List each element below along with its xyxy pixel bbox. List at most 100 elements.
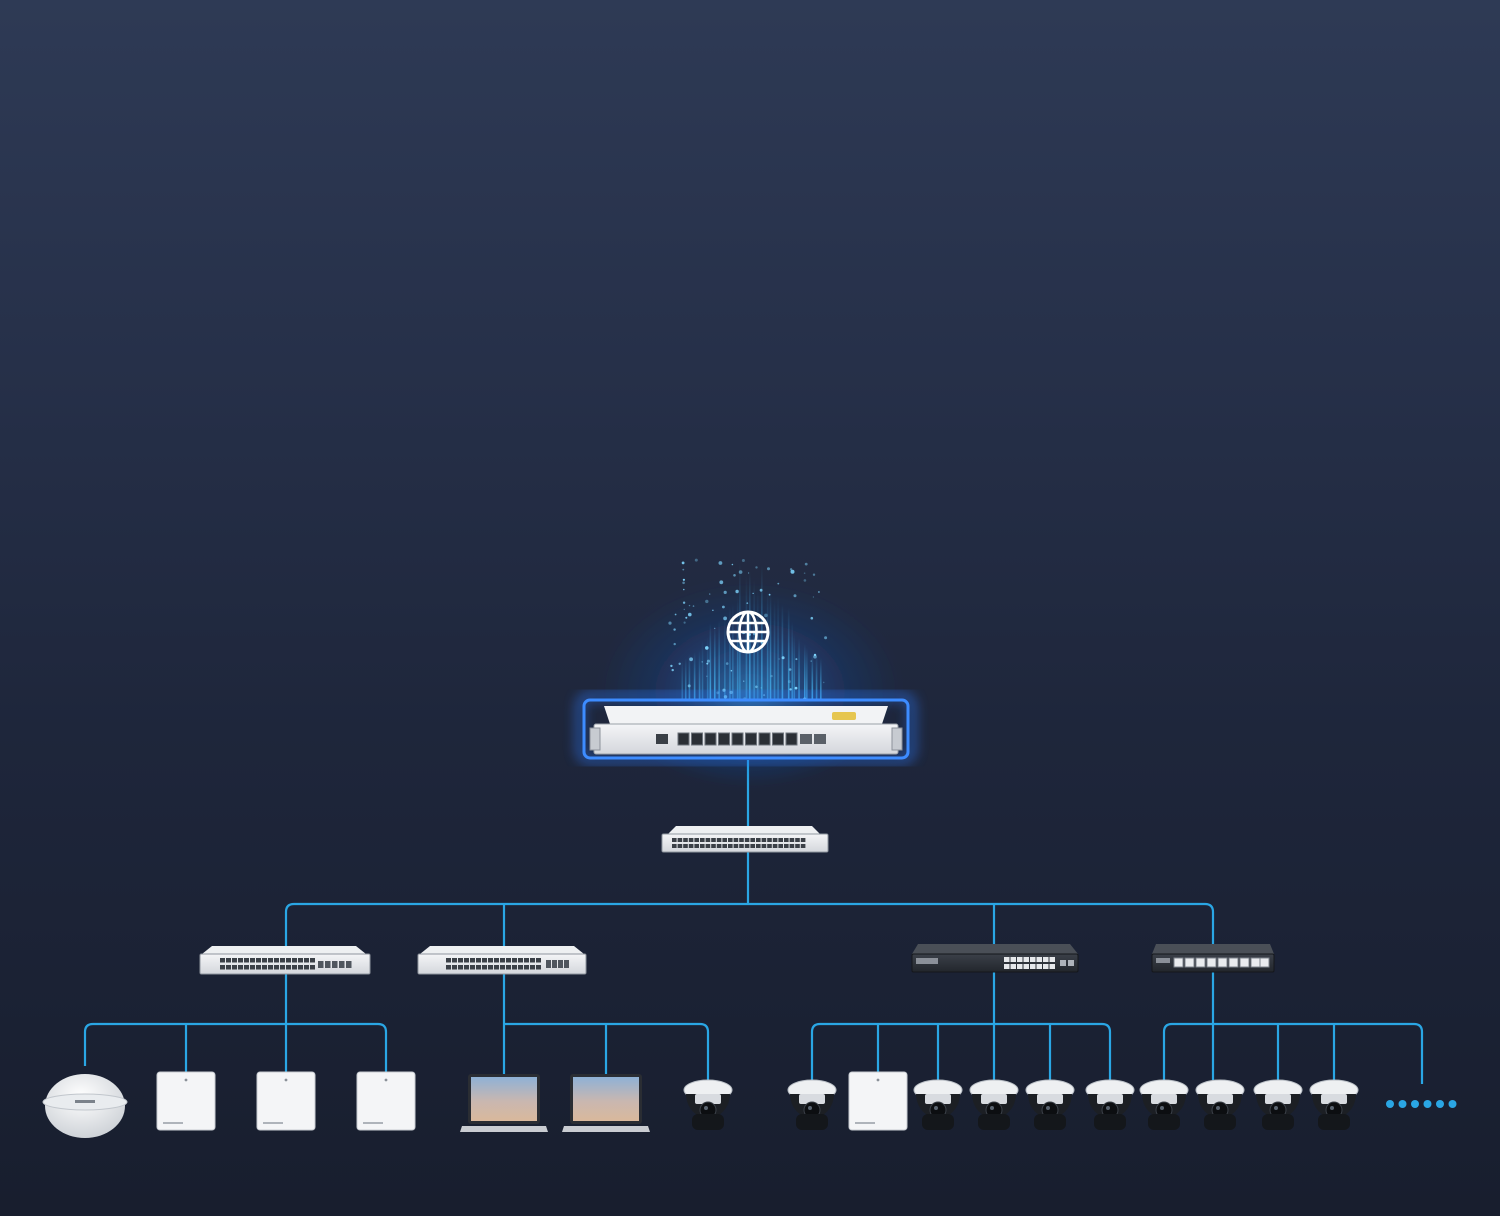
- dome-camera[interactable]: [1309, 1079, 1359, 1130]
- data-beam: [701, 639, 704, 700]
- sparkle: [743, 680, 745, 682]
- link-lines: [83, 760, 1424, 1084]
- dome-camera-icon: [969, 1079, 1019, 1130]
- sparkle: [705, 599, 709, 604]
- uplink-port: [332, 961, 338, 968]
- ap-logo: [163, 1122, 183, 1124]
- desktop-port: [1173, 957, 1184, 968]
- laptop[interactable]: [460, 1074, 548, 1132]
- sparkle: [682, 578, 686, 581]
- core-port: [778, 844, 783, 848]
- sparkle: [685, 616, 688, 619]
- core-port: [688, 838, 694, 842]
- core-port: [789, 844, 795, 848]
- sparkle: [813, 654, 817, 659]
- gateway-lan-port: [704, 732, 717, 746]
- ceiling-ap[interactable]: [848, 1071, 908, 1131]
- sfp-port: [1060, 960, 1066, 966]
- sparkle: [803, 572, 806, 574]
- ceiling-ap[interactable]: [156, 1071, 216, 1131]
- data-beam: [706, 636, 709, 700]
- access-switch-poe[interactable]: [911, 944, 1079, 973]
- copper-port: [452, 965, 457, 970]
- access-switch-desktop[interactable]: [1151, 944, 1275, 973]
- data-beam: [709, 622, 712, 700]
- dome-camera[interactable]: [683, 1079, 733, 1130]
- dome-camera[interactable]: [1253, 1079, 1303, 1130]
- core-port: [677, 844, 683, 848]
- data-beam: [724, 617, 726, 700]
- core-switch[interactable]: [661, 826, 829, 853]
- access-switch-row: [199, 944, 1275, 975]
- fiber-port: [286, 958, 291, 963]
- fiber-port: [226, 958, 231, 963]
- gateway-outline: [582, 698, 910, 760]
- sparkle: [694, 558, 698, 562]
- gateway-lan-port: [772, 732, 784, 746]
- access-switch-copper[interactable]: [417, 946, 587, 975]
- ceiling-ap[interactable]: [356, 1071, 416, 1131]
- dome-camera[interactable]: [969, 1079, 1019, 1130]
- gateway-console-port: [656, 734, 668, 744]
- poe-switch-icon: [911, 944, 1079, 973]
- dome-camera[interactable]: [1195, 1079, 1245, 1130]
- uplink-port: [552, 960, 557, 968]
- sparkle: [777, 582, 780, 585]
- camera-housing: [799, 1094, 825, 1104]
- camera-bottom: [796, 1114, 828, 1130]
- dome-camera[interactable]: [913, 1079, 963, 1130]
- fiber-port: [238, 965, 243, 970]
- sparkle: [671, 668, 674, 672]
- core-port: [722, 844, 727, 848]
- ceiling-ap[interactable]: [256, 1071, 316, 1131]
- more-dot: [1386, 1100, 1394, 1108]
- access-switch-icon: [417, 946, 587, 975]
- dome-camera-icon: [1025, 1079, 1075, 1130]
- ap-body: [848, 1071, 908, 1131]
- core-port: [784, 838, 789, 842]
- core-port: [728, 844, 733, 848]
- copper-port: [524, 965, 529, 970]
- fiber-port: [304, 965, 309, 970]
- sparkle: [681, 561, 685, 565]
- sparkle: [760, 687, 762, 689]
- dome-camera[interactable]: [1025, 1079, 1075, 1130]
- core-port: [800, 838, 806, 842]
- sparkle: [790, 569, 795, 574]
- gateway-lan-port: [718, 732, 730, 746]
- camera-housing: [925, 1094, 951, 1104]
- camera-bottom: [1318, 1114, 1350, 1130]
- outdoor-ap[interactable]: [42, 1074, 128, 1138]
- copper-port: [530, 958, 535, 963]
- ceiling-ap-icon: [848, 1071, 908, 1131]
- copper-port: [500, 965, 505, 970]
- data-beam: [798, 637, 800, 700]
- desktop-port: [1217, 957, 1228, 968]
- sparkle: [738, 570, 743, 574]
- sparkle: [668, 621, 672, 625]
- sparkle: [788, 668, 792, 671]
- copper-port: [500, 958, 505, 963]
- sparkle: [714, 627, 716, 630]
- copper-port: [476, 965, 481, 970]
- access-switch-fiber[interactable]: [199, 946, 371, 975]
- dome-camera[interactable]: [1139, 1079, 1189, 1130]
- dome-camera[interactable]: [1085, 1079, 1135, 1130]
- core-port: [750, 844, 755, 848]
- poe-port: [1049, 964, 1055, 969]
- sparkle: [692, 605, 695, 607]
- copper-port: [494, 958, 499, 963]
- sparkle: [794, 686, 798, 690]
- desktop-switch-icon: [1151, 944, 1275, 973]
- copper-port: [482, 965, 487, 970]
- copper-port: [476, 958, 481, 963]
- fiber-port: [256, 958, 261, 963]
- copper-port: [470, 965, 475, 970]
- fiber-port: [220, 958, 225, 963]
- dome-camera[interactable]: [787, 1079, 837, 1130]
- gateway-router[interactable]: [576, 692, 916, 764]
- copper-port: [524, 958, 529, 963]
- core-port: [756, 838, 761, 842]
- laptop[interactable]: [562, 1074, 650, 1132]
- sparkle: [787, 680, 791, 684]
